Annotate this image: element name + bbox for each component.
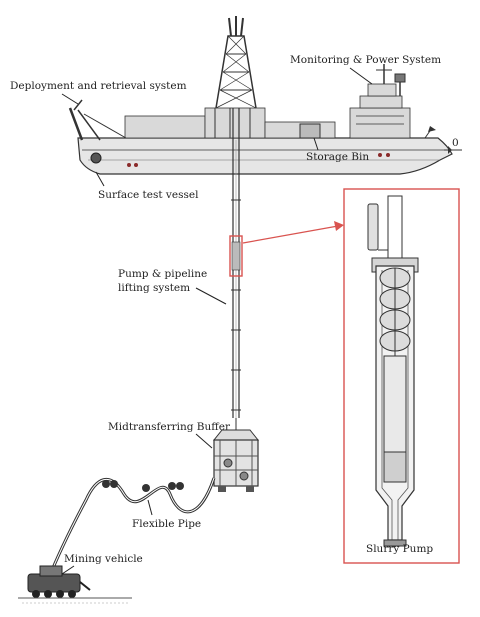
- callout-arrow: [242, 221, 344, 244]
- waterline-label: 0: [452, 137, 459, 149]
- drilling-derrick: [215, 16, 257, 109]
- leader-pump-line: [195, 287, 227, 305]
- label-flexible-pipe: Flexible Pipe: [132, 518, 201, 530]
- deployment-crane: [68, 99, 127, 141]
- vessel-hull: [77, 137, 453, 175]
- label-pump-line2: lifting system: [118, 282, 190, 294]
- leader-deployment: [61, 93, 79, 105]
- surface-vessel: [68, 16, 453, 175]
- label-buffer: Midtransferring Buffer: [108, 421, 231, 433]
- leader-buffer: [195, 433, 213, 449]
- leader-flexible-pipe: [147, 499, 153, 516]
- slurry-pump-highlight: [229, 235, 243, 277]
- label-slurry-pump: Slurry Pump: [366, 543, 433, 555]
- leader-mining-vehicle: [61, 565, 75, 575]
- leader-surface-vessel: [95, 171, 105, 187]
- label-storage-bin: Storage Bin: [306, 151, 369, 163]
- waterline-marker: 0: [444, 137, 462, 154]
- mining-vehicle: [27, 565, 91, 598]
- seabed: [18, 597, 132, 604]
- leader-storage-bin: [313, 137, 319, 151]
- slurry-pump-detail: [367, 195, 419, 547]
- leader-monitoring: [349, 67, 373, 85]
- storage-bin: [299, 123, 321, 139]
- label-pump-line1: Pump & pipeline: [118, 268, 207, 280]
- label-mining-vehicle: Mining vehicle: [64, 553, 143, 565]
- label-monitoring: Monitoring & Power System: [290, 54, 441, 66]
- midtransferring-buffer: [212, 418, 260, 492]
- propeller-icon: [90, 152, 102, 164]
- flexible-pipe: [46, 477, 216, 581]
- label-surface-vessel: Surface test vessel: [98, 189, 199, 201]
- label-deployment: Deployment and retrieval system: [10, 80, 187, 92]
